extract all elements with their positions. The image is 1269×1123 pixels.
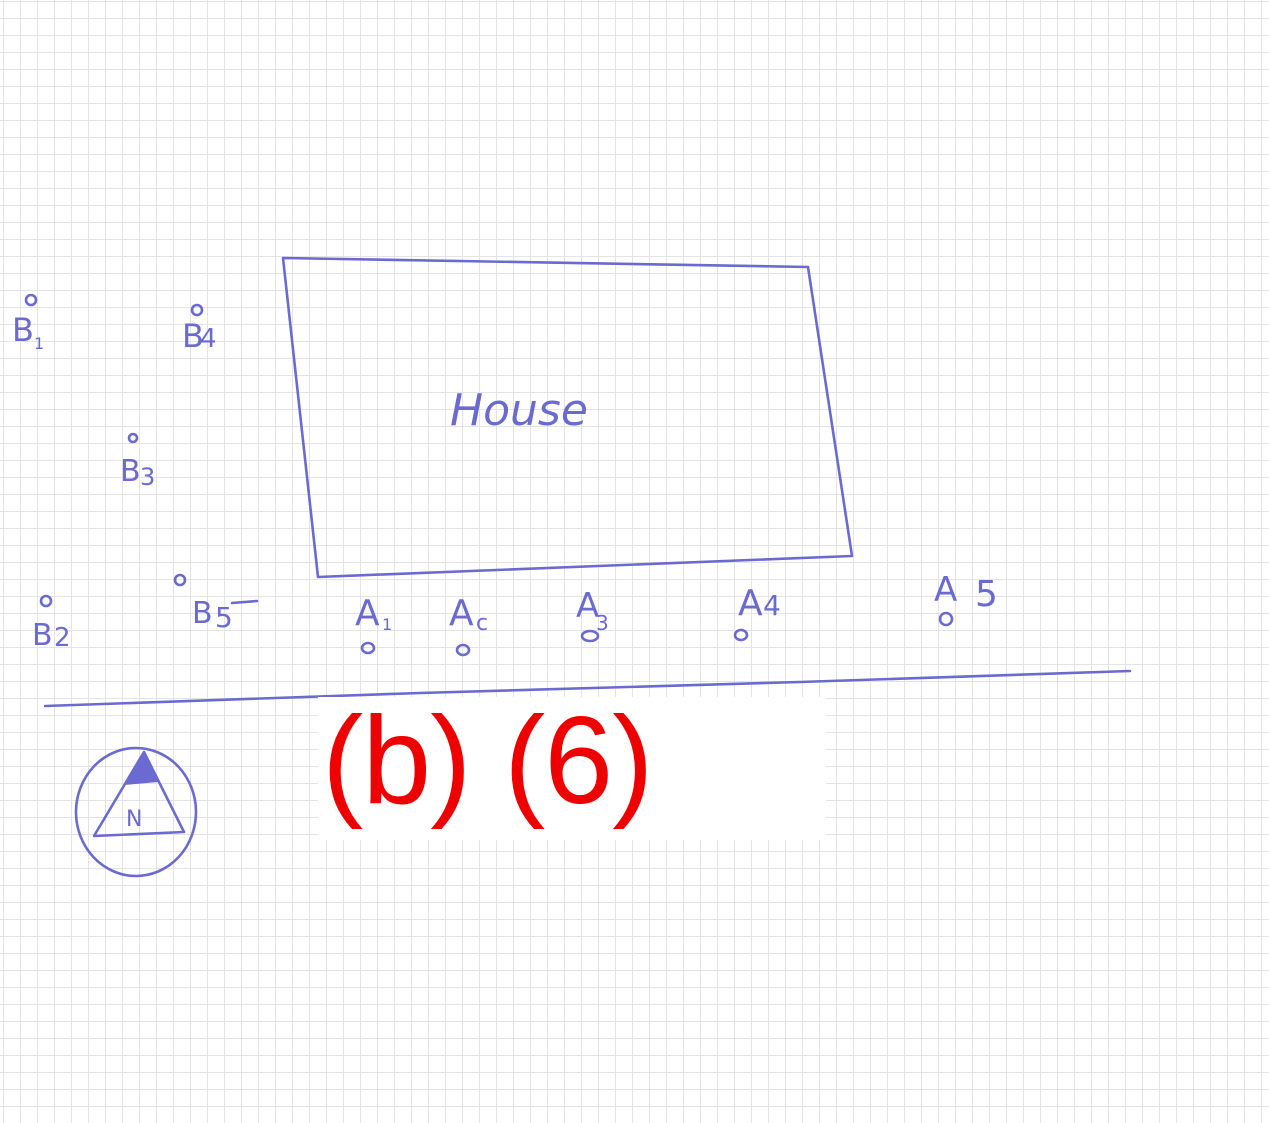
point-index: 5	[215, 601, 233, 634]
marker-icon	[733, 628, 749, 642]
north-arrow-icon: N	[74, 746, 198, 878]
point-b2: B 2	[32, 594, 71, 653]
point-index: 5	[975, 574, 998, 615]
point-a1: A 1	[355, 593, 392, 655]
point-a4: A 4	[733, 583, 781, 642]
compass-circle	[74, 746, 198, 878]
point-letter: A	[355, 593, 380, 634]
marker-icon	[580, 629, 600, 643]
point-index: 4	[200, 324, 217, 354]
point-b5: B 5	[173, 573, 259, 634]
point-letter: A	[738, 583, 763, 624]
point-letter: B	[182, 317, 204, 355]
point-a3: A 3	[576, 586, 609, 643]
point-b3: B 3	[120, 432, 155, 491]
marker-icon	[455, 643, 471, 657]
ground-line	[43, 669, 1132, 708]
redaction-label: (b) (6)	[322, 692, 654, 830]
compass-tip	[124, 752, 158, 785]
point-index: 4	[763, 589, 781, 622]
point-letter: B	[192, 596, 213, 631]
point-index: 1	[34, 334, 44, 353]
house-outline	[281, 256, 854, 579]
point-a2: A c	[449, 593, 488, 657]
point-b1: B 1	[12, 293, 44, 353]
point-letter: A	[934, 570, 957, 610]
point-letter: B	[12, 311, 34, 349]
marker-icon	[24, 293, 38, 307]
point-index: c	[476, 611, 488, 636]
redaction-box	[318, 697, 826, 840]
point-b4: B 4	[182, 303, 217, 355]
point-index: 3	[596, 611, 609, 635]
label-stroke	[230, 599, 259, 605]
point-a5: A 5	[934, 570, 998, 627]
point-index: 2	[54, 623, 71, 653]
marker-icon	[938, 611, 954, 627]
point-letter: A	[576, 586, 599, 626]
north-label: N	[126, 807, 142, 832]
marker-icon	[39, 594, 53, 608]
point-letter: B	[120, 454, 141, 489]
marker-icon	[360, 641, 376, 655]
house-label: House	[450, 385, 588, 436]
point-index: 1	[382, 615, 392, 634]
point-letter: A	[449, 593, 474, 634]
point-letter: B	[32, 618, 53, 653]
compass-triangle	[92, 750, 186, 838]
marker-icon	[127, 432, 139, 444]
point-index: 3	[140, 463, 155, 491]
marker-icon	[173, 573, 187, 587]
marker-icon	[190, 303, 204, 317]
